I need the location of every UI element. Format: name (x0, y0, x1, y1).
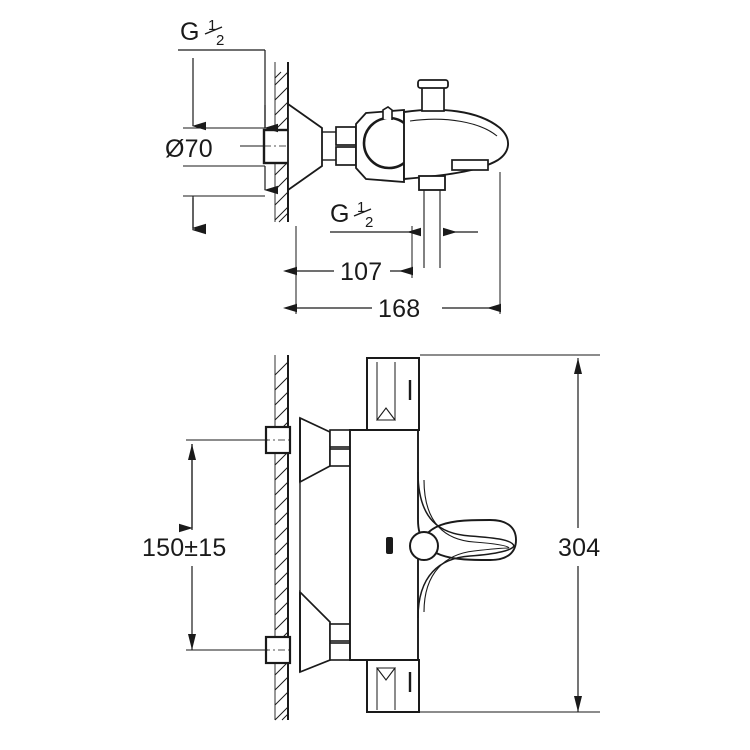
diverter-knob-top (417, 79, 449, 112)
mixer-body-top (355, 106, 416, 183)
top-view-group: G 1 2 Ø70 G 1 2 (165, 17, 509, 323)
front-view-group: 150±15 304 (142, 354, 600, 721)
mixer-body-front (349, 429, 517, 661)
dim-thread-upper-den: 2 (216, 32, 224, 49)
union-nut-top (322, 126, 357, 166)
indicator-mark (386, 537, 393, 554)
dim-304: 304 (420, 354, 600, 713)
escutcheon-upper-front (299, 416, 331, 484)
dim-168-label: 168 (378, 295, 420, 323)
dim-thread-lower-label: G (330, 200, 350, 228)
wall-pipe-stub-upper-front (248, 425, 292, 455)
spout-top (403, 108, 509, 181)
dim-thread-lower-den: 2 (365, 214, 373, 231)
union-nut-lower-front (329, 623, 351, 661)
dim-thread-lower: G 1 2 (330, 199, 478, 237)
union-nut-upper-front (329, 429, 351, 467)
temperature-handle-front (366, 357, 420, 431)
wall-front-view (274, 355, 289, 721)
dim-304-label: 304 (558, 534, 600, 562)
dim-168: 168 (282, 172, 502, 323)
escutcheon-cone-top (287, 102, 323, 192)
wall-hatching-front (274, 361, 289, 721)
shower-outlet-top (418, 175, 446, 268)
dim-thread-lower-num: 1 (357, 199, 365, 216)
dim-diameter-70: Ø70 (165, 127, 279, 235)
dim-150-15-label: 150±15 (142, 534, 226, 562)
spout-outlet-top (451, 159, 489, 171)
dim-150-15: 150±15 (142, 439, 268, 651)
dim-diameter-70-label: Ø70 (165, 135, 213, 163)
dim-107: 107 (282, 226, 414, 286)
volume-handle-front (366, 659, 420, 713)
wall-pipe-stub-top (240, 128, 292, 165)
dim-107-label: 107 (340, 258, 382, 286)
escutcheon-lower-front (299, 589, 331, 674)
dim-thread-upper: G 1 2 (178, 17, 279, 133)
button-circle-front (409, 531, 439, 561)
dim-thread-upper-label: G (180, 18, 200, 46)
wall-pipe-stub-lower-front (248, 635, 292, 665)
dim-thread-upper-num: 1 (208, 17, 216, 34)
